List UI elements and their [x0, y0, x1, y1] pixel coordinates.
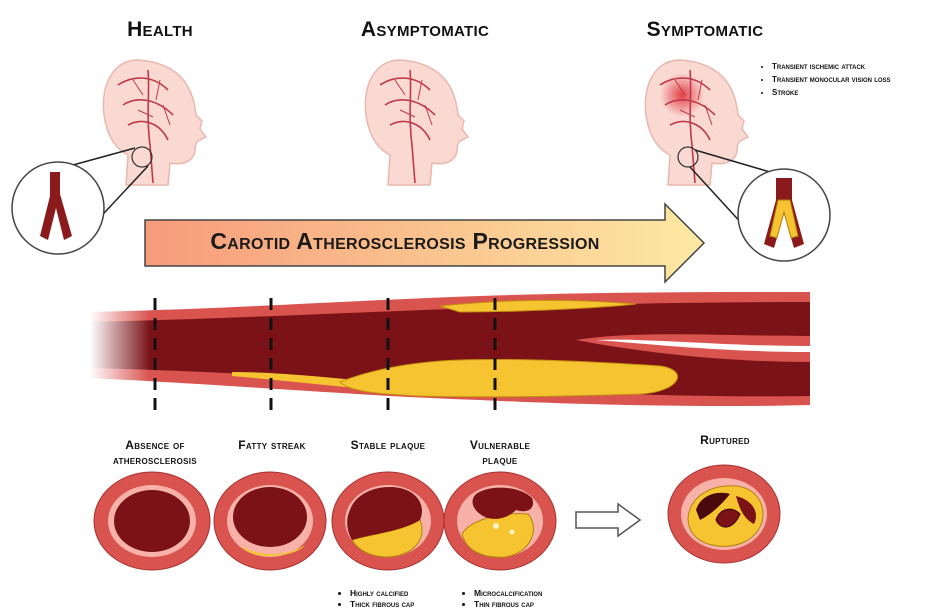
head-asymptomatic-illustration: [365, 60, 468, 185]
stable-features-list: Highly calcified Thick fibrous cap: [338, 588, 470, 610]
stage-title-asymptomatic: Asymptomatic: [315, 18, 535, 42]
label-ruptured: Ruptured: [680, 433, 770, 448]
cross-section-stable-plaque: [332, 472, 444, 570]
cross-section-vulnerable-plaque: [444, 472, 556, 570]
label-stable-plaque: Stable plaque: [336, 438, 440, 453]
head-symptomatic-illustration: [645, 60, 748, 185]
cross-section-ruptured: [668, 465, 780, 563]
symptom-item: Transient monocular vision loss: [772, 73, 944, 86]
vulnerable-features-list: Microcalcification Thin fibrous cap: [462, 588, 604, 610]
progression-label: Carotid Atherosclerosis Progression: [150, 228, 660, 255]
label-absence: Absence of atherosclerosis: [100, 438, 210, 468]
symptom-item: Transient ischemic attack: [772, 60, 944, 73]
symptom-item: Stroke: [772, 86, 944, 99]
feature-item: Microcalcification: [474, 588, 604, 599]
head-health-illustration: [103, 60, 206, 185]
symptom-list: Transient ischemic attack Transient mono…: [760, 60, 944, 99]
stage-title-symptomatic: Symptomatic: [595, 18, 815, 42]
label-fatty-streak: Fatty streak: [222, 438, 322, 453]
feature-item: Thin fibrous cap: [474, 599, 604, 610]
label-vulnerable-plaque: Vulnerable plaque: [452, 438, 548, 468]
rupture-arrow: [576, 504, 640, 536]
artery-longitudinal: [90, 292, 810, 410]
feature-item: Thick fibrous cap: [350, 599, 470, 610]
feature-item: Highly calcified: [350, 588, 470, 599]
cross-section-absence: [94, 472, 210, 570]
cross-section-fatty-streak: [214, 472, 326, 570]
stage-title-health: Health: [50, 18, 270, 42]
